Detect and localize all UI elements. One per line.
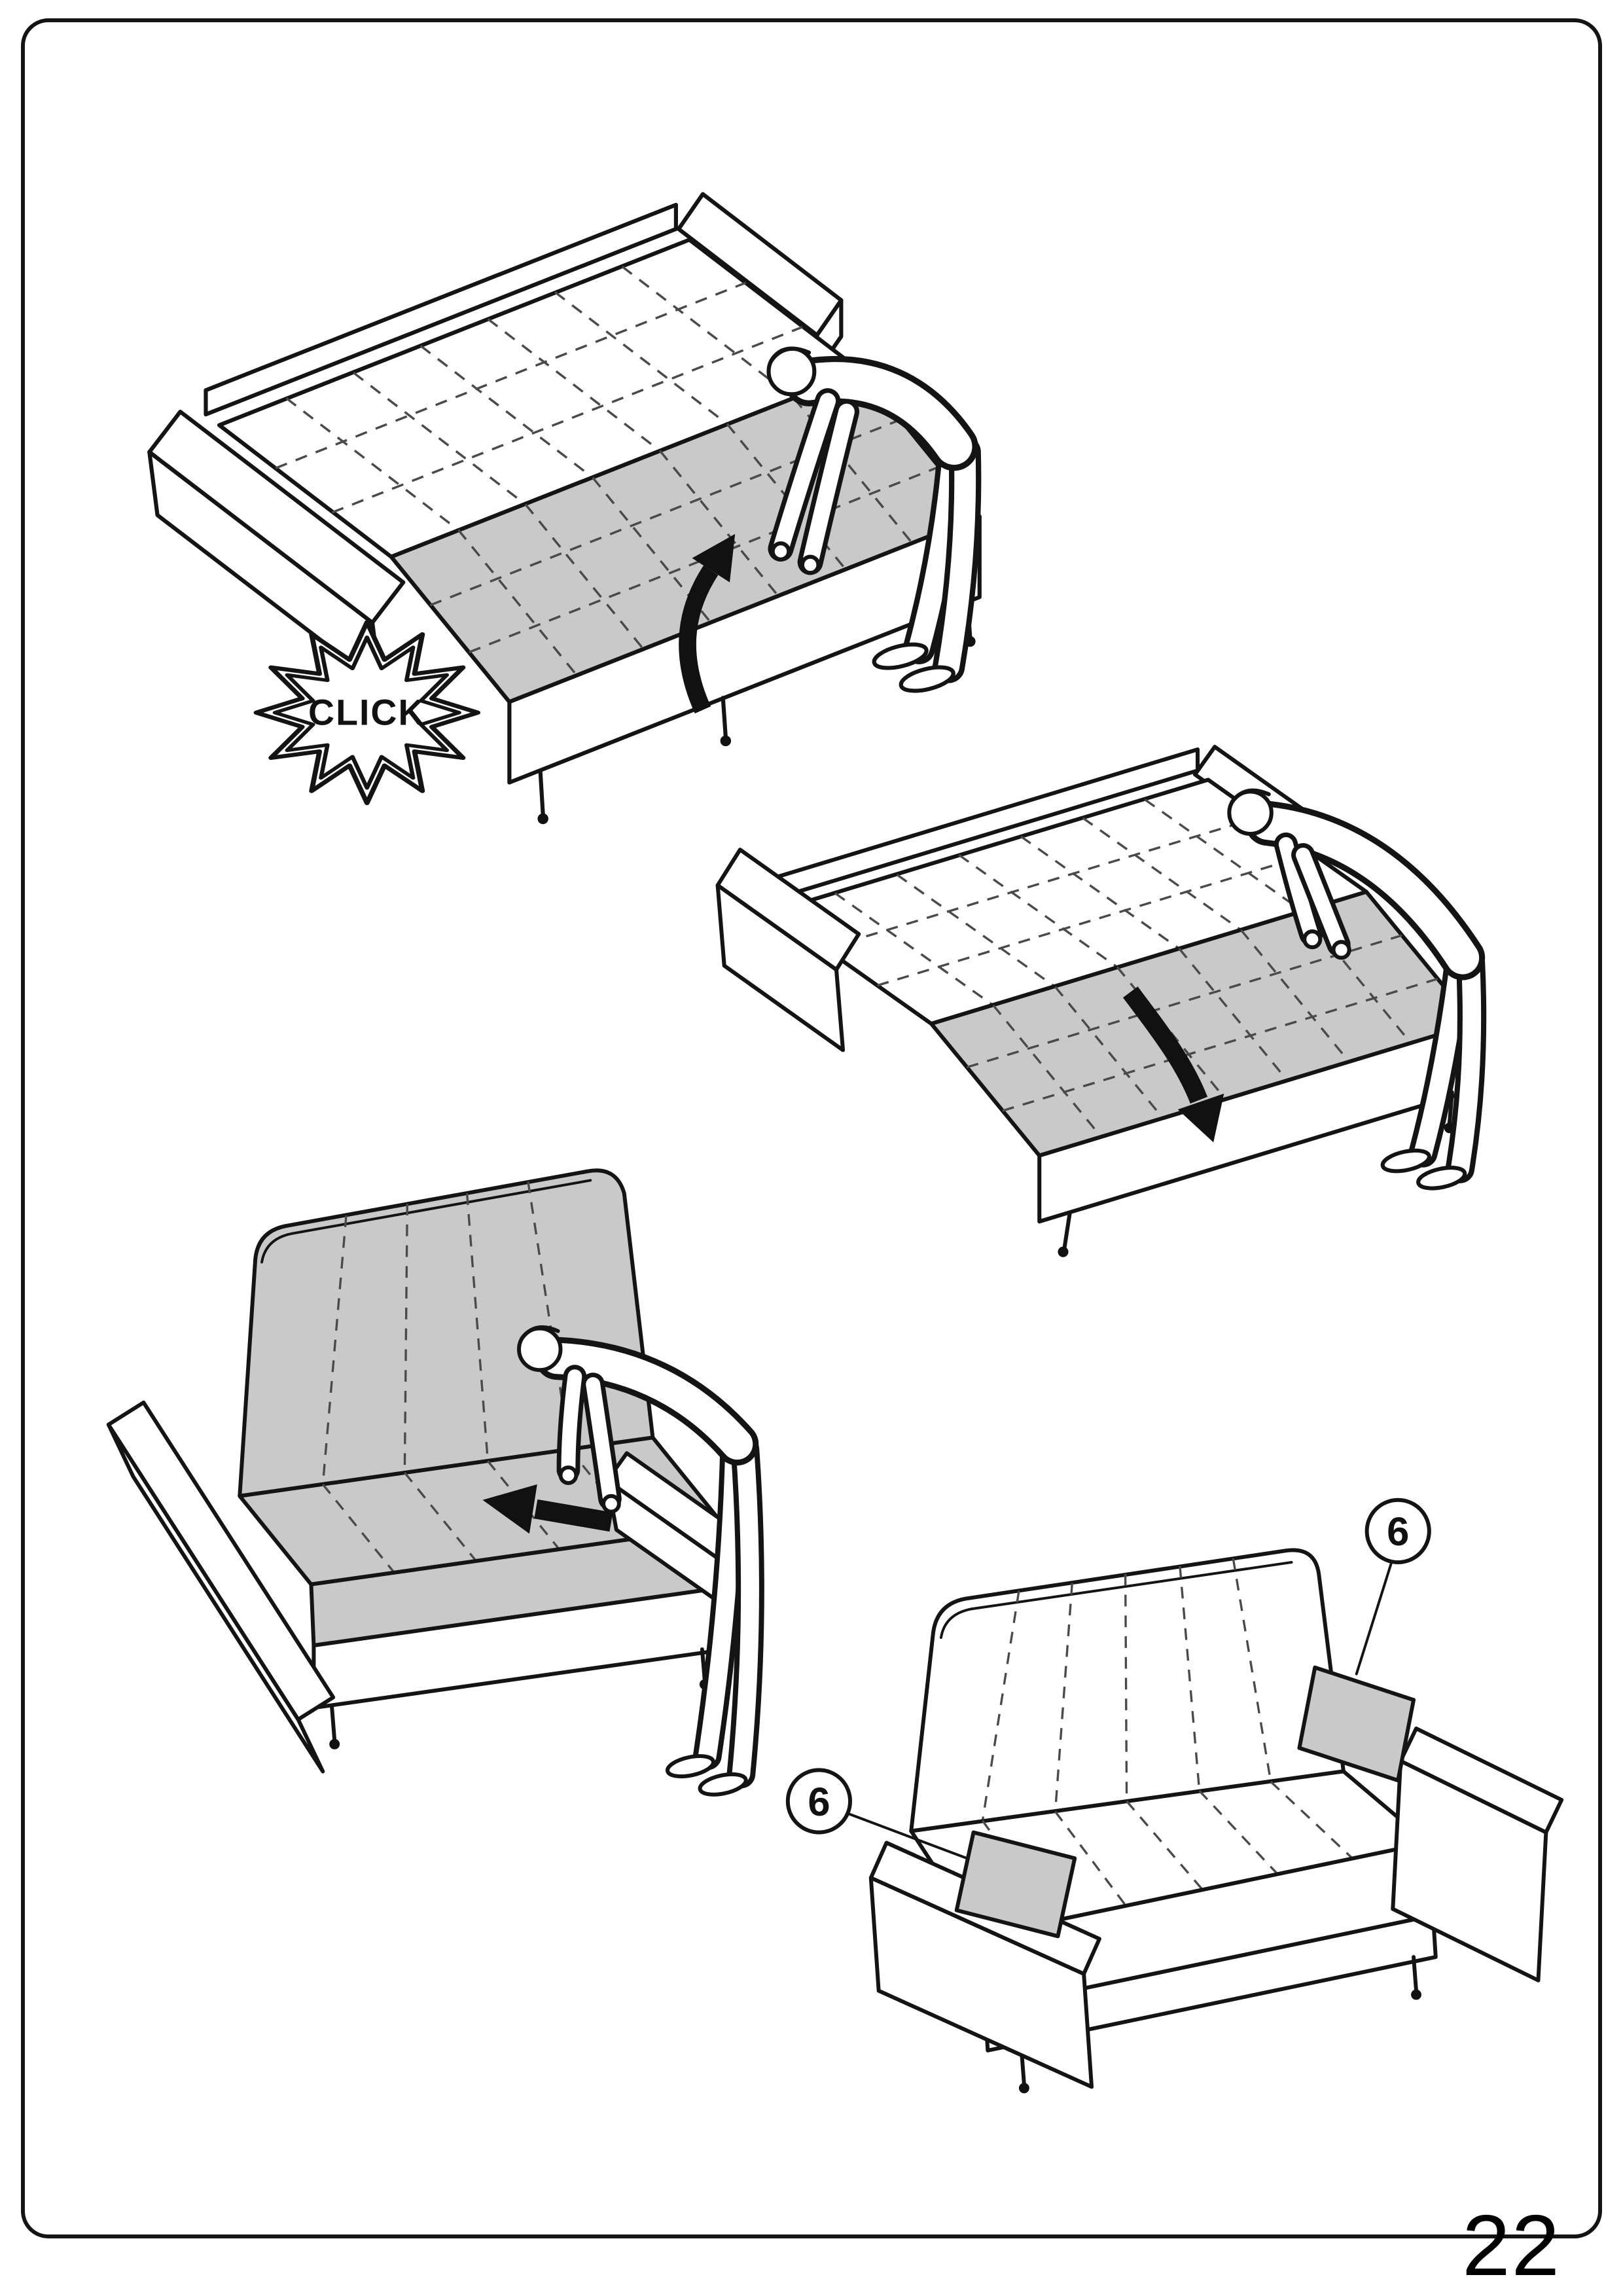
lift-arrow-icon [679,533,736,714]
step-2-illustration [715,745,1487,1257]
hand [1331,940,1351,960]
shoe [872,642,929,670]
part-number-label: 6 [808,1780,830,1825]
backrest-roll-line [260,1179,592,1264]
push-in-arrow-icon [482,1484,613,1534]
click-label: CLICK [308,692,426,732]
backrest-quilt-lines [321,1181,571,1485]
part-callout-left: 6 [785,1768,969,1860]
part-callout-circle [1364,1498,1431,1564]
page-border [21,18,1602,2238]
person-figure [517,1325,764,1797]
sofa-closing [106,1168,743,1774]
sofa-finished [868,1548,1564,2094]
hair [520,1325,560,1341]
cushion-right [1297,1665,1416,1783]
shoe [1380,1148,1431,1174]
hair [1230,788,1271,804]
shoe [899,665,955,693]
step-4-illustration: 6 6 [785,1498,1564,2094]
fold-down-arrow-icon [1122,986,1224,1143]
person-figure [766,346,982,693]
hand [800,554,821,575]
shoe [1416,1166,1467,1191]
back-rail [204,202,678,417]
hair [769,346,812,363]
armrest-plank-left [715,848,861,972]
step-1-illustration: CLICK [147,192,982,825]
hand [601,1494,621,1514]
backrest-quilt-lines [981,1558,1272,1821]
shoe [665,1754,716,1779]
part-callout-right: 6 [1355,1498,1431,1676]
part-number-label: 6 [1387,1509,1409,1554]
front-skirt [507,514,982,785]
backrest-roll-line [939,1560,1293,1640]
hand [1302,929,1323,950]
armrest-plank-left [147,409,406,625]
mattress-quilt-lines [275,265,803,531]
page-number: 22 [1462,2197,1561,2293]
armrest-plank-left [106,1400,336,1722]
part-callout-circle [785,1768,853,1835]
sofa-legs [1018,1955,1421,2094]
hand [770,541,791,562]
step-3-illustration [106,1168,764,1797]
click-starburst: CLICK [253,620,480,806]
person-figure [1227,788,1487,1191]
hand [558,1465,579,1485]
shoe [698,1772,748,1797]
cushion-left [954,1830,1077,1939]
mattress-quilt-lines [825,798,1313,1007]
backrest [238,1168,655,1498]
